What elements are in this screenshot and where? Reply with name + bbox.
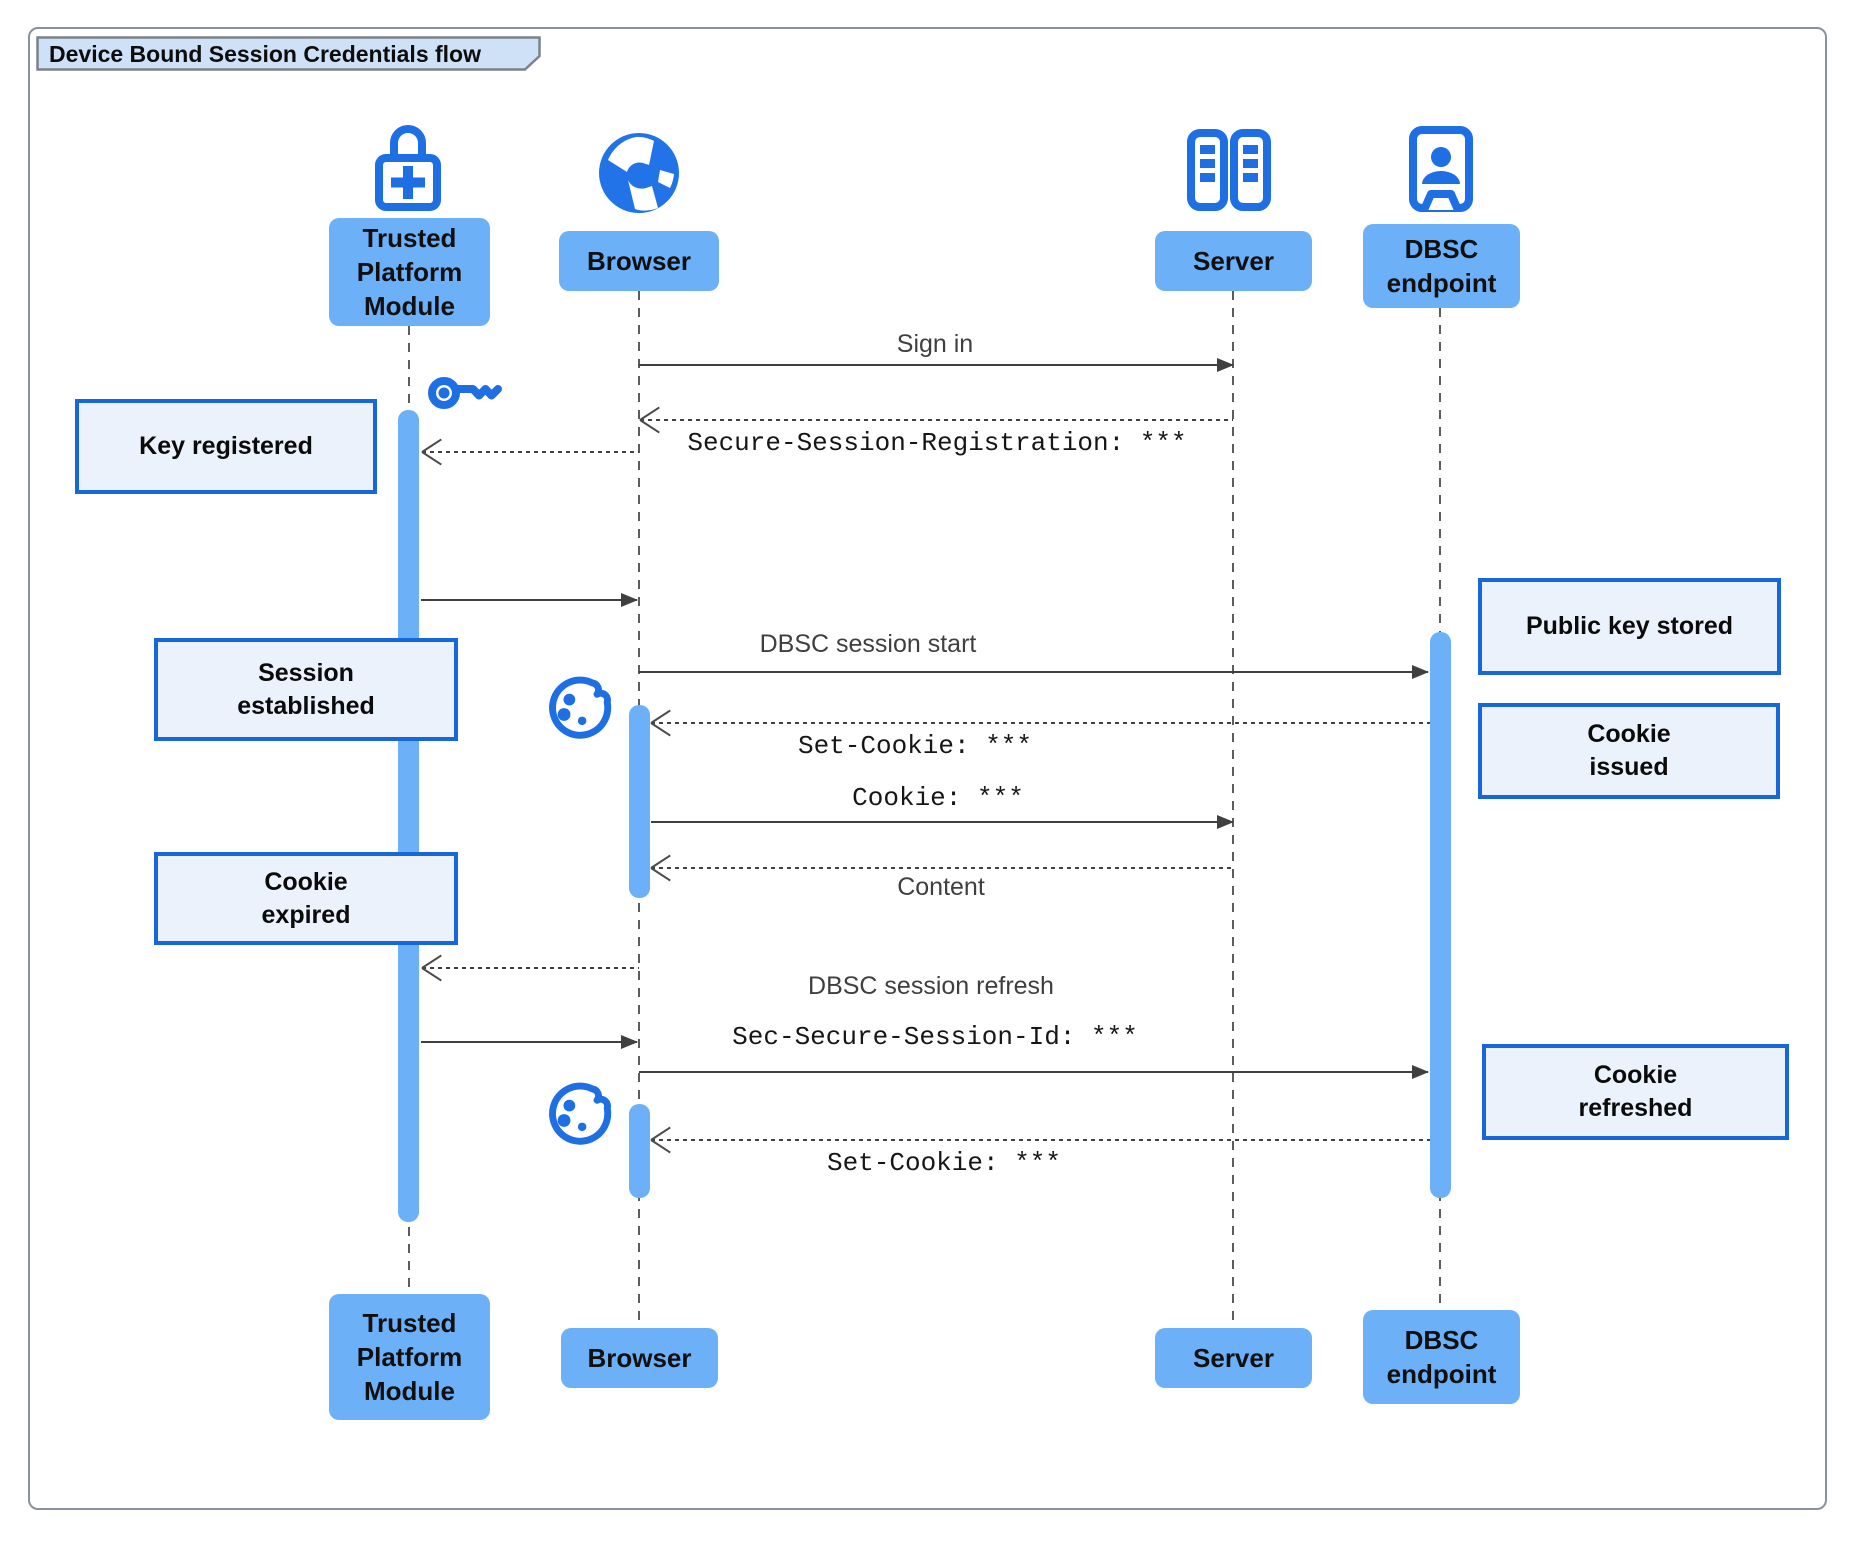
- actor-tpm-bottom: Trusted Platform Module: [329, 1294, 490, 1420]
- message-session-id: Sec-Secure-Session-Id: ***: [732, 1022, 1138, 1052]
- note-public-key-stored: Public key stored: [1478, 578, 1781, 675]
- arrowhead-key-returned: [621, 593, 638, 607]
- cookie-icon: [549, 676, 612, 739]
- arrowhead-dbsc-refresh: [1412, 1065, 1429, 1079]
- note-session-established: Session established: [154, 638, 458, 741]
- activation-browser-1: [629, 705, 650, 898]
- arrow-dbsc-refresh: [639, 1071, 1428, 1073]
- badge-person-icon: [1409, 126, 1473, 212]
- arrowhead-content: [651, 853, 675, 883]
- activation-tpm: [398, 410, 419, 1222]
- activation-browser-2: [629, 1104, 650, 1198]
- arrow-sign-in: [639, 364, 1233, 366]
- message-content: Content: [897, 873, 985, 901]
- arrowhead-refresh-key: [422, 953, 446, 983]
- arrow-register-key: [422, 451, 639, 453]
- note-cookie-expired: Cookie expired: [154, 852, 458, 945]
- lock-plus-icon: [375, 125, 441, 211]
- cookie-icon: [549, 1082, 612, 1145]
- arrow-refresh-key: [422, 967, 639, 969]
- arrow-content: [651, 867, 1233, 869]
- message-cookie: Cookie: ***: [852, 783, 1024, 813]
- actor-browser-top: Browser: [559, 231, 719, 291]
- arrowhead-set-cookie-2: [651, 1125, 675, 1155]
- message-session-registration: Secure-Session-Registration: ***: [687, 428, 1187, 458]
- actor-dbsc-bottom: DBSC endpoint: [1363, 1310, 1520, 1404]
- key-icon: [428, 377, 502, 409]
- actor-server-top: Server: [1155, 231, 1312, 291]
- actor-server-bottom: Server: [1155, 1328, 1312, 1388]
- arrowhead-key-returned-2: [621, 1035, 638, 1049]
- arrowhead-dbsc-start: [1412, 665, 1429, 679]
- arrowhead-cookie: [1217, 815, 1234, 829]
- arrow-dbsc-start: [639, 671, 1428, 673]
- lifeline-server: [1232, 291, 1234, 1328]
- note-cookie-issued: Cookie issued: [1478, 703, 1780, 799]
- arrow-set-cookie-2: [651, 1139, 1430, 1141]
- diagram-title: Device Bound Session Credentials flow: [49, 41, 481, 67]
- diagram-title-tab: [36, 36, 541, 71]
- actor-dbsc-top: DBSC endpoint: [1363, 224, 1520, 308]
- note-cookie-refreshed: Cookie refreshed: [1482, 1044, 1789, 1140]
- arrow-session-registration: [640, 419, 1233, 421]
- message-sign-in: Sign in: [896, 330, 974, 358]
- arrow-set-cookie-1: [651, 722, 1430, 724]
- arrow-cookie: [651, 821, 1233, 823]
- globe-icon: [599, 133, 679, 213]
- arrowhead-register-key: [422, 437, 446, 467]
- arrowhead-sign-in: [1217, 358, 1234, 372]
- arrow-key-returned-2: [421, 1041, 637, 1043]
- actor-browser-bottom: Browser: [561, 1328, 718, 1388]
- message-set-cookie-1: Set-Cookie: ***: [797, 731, 1033, 761]
- arrowhead-session-registration: [640, 405, 664, 435]
- activation-dbsc: [1430, 632, 1451, 1198]
- message-dbsc-start: DBSC session start: [759, 630, 977, 658]
- message-set-cookie-2: Set-Cookie: ***: [826, 1148, 1062, 1178]
- note-key-registered: Key registered: [75, 399, 377, 494]
- actor-tpm-top: Trusted Platform Module: [329, 218, 490, 326]
- message-dbsc-refresh: DBSC session refresh: [808, 972, 1054, 1000]
- diagram-frame: [28, 27, 1827, 1510]
- server-rack-icon: [1187, 129, 1271, 211]
- arrow-key-returned: [421, 599, 637, 601]
